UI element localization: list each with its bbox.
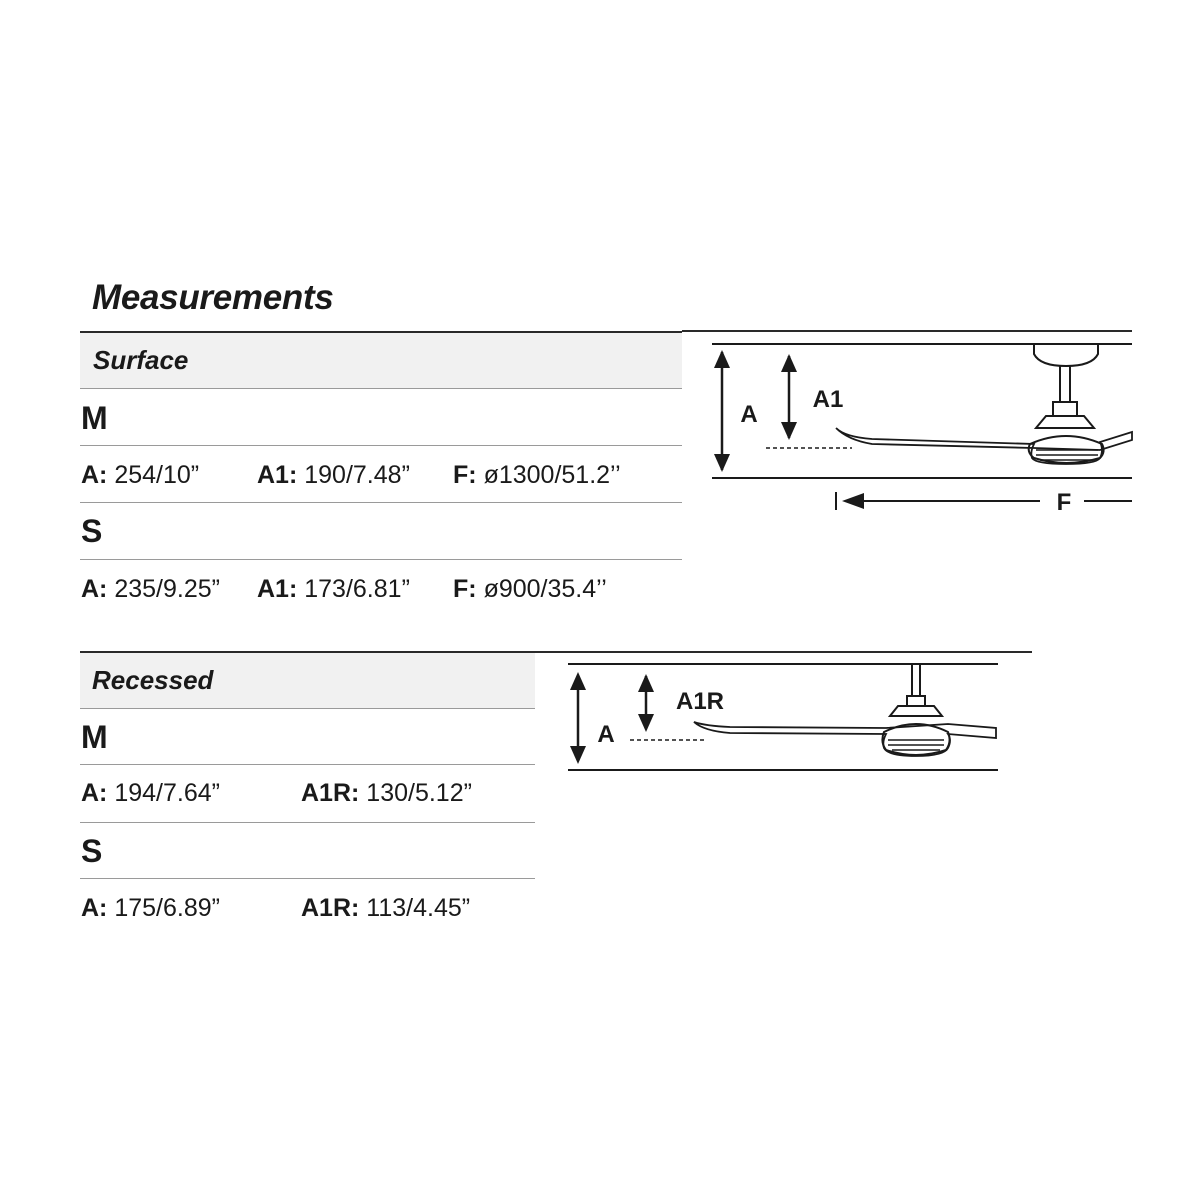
surface-a-arrowhead-down: [714, 454, 730, 472]
surface-s-f-value: ø900/35.4’’: [483, 575, 607, 603]
surface-fan-diagram: A A1 F: [682, 330, 1133, 516]
surface-s-f-measurement: F: ø900/35.4’’: [453, 574, 607, 604]
recessed-diagram-a-label: A: [597, 721, 614, 748]
recessed-m-a-key: A:: [81, 779, 108, 807]
recessed-m-a1r-measurement: A1R: 130/5.12”: [301, 778, 472, 808]
surface-m-a1-value: 190/7.48”: [304, 461, 410, 489]
recessed-motor-housing: [881, 723, 951, 756]
surface-header-band: [80, 333, 682, 388]
recessed-coupler: [906, 695, 926, 707]
surface-f-arrowhead: [842, 493, 864, 509]
recessed-a1r-arrowhead-up: [638, 674, 654, 692]
surface-s-a-measurement: A: 235/9.25”: [81, 574, 220, 604]
surface-size-m-label: M: [81, 400, 108, 436]
surface-blade: [835, 427, 1133, 465]
surface-m-rule: [80, 445, 682, 446]
surface-size-s-label: S: [81, 513, 103, 549]
recessed-size-m-label: M: [81, 719, 108, 755]
surface-section-label: Surface: [93, 345, 189, 375]
surface-s-f-key: F:: [453, 575, 477, 603]
surface-m-a-measurement: A: 254/10”: [81, 460, 199, 490]
recessed-size-s-label: S: [81, 833, 103, 869]
surface-m-f-measurement: F: ø1300/51.2’’: [453, 460, 621, 490]
surface-m-a1-measurement: A1: 190/7.48”: [257, 460, 410, 490]
surface-s-a-value: 235/9.25”: [114, 575, 220, 603]
recessed-a-arrowhead-up: [570, 672, 586, 690]
surface-motor-top: [1033, 415, 1097, 429]
surface-top-rule: [80, 331, 682, 333]
surface-m-a1-key: A1:: [257, 461, 298, 489]
recessed-m-a-measurement: A: 194/7.64”: [81, 778, 220, 808]
surface-s-a-key: A:: [81, 575, 108, 603]
recessed-s-a1r-measurement: A1R: 113/4.45”: [301, 893, 470, 923]
surface-a1-arrowhead-up: [781, 354, 797, 372]
surface-diagram-a1-label: A1: [813, 386, 844, 413]
surface-m-a-value: 254/10”: [114, 461, 200, 489]
recessed-fan-diagram: A A1R: [568, 663, 998, 771]
surface-canopy: [1033, 343, 1099, 368]
recessed-m-a1r-value: 130/5.12”: [366, 779, 472, 807]
surface-header-rule: [80, 388, 682, 389]
recessed-diagram-a1r-label: A1R: [676, 688, 724, 715]
recessed-motor-top: [887, 705, 945, 717]
surface-a1-arrowhead-down: [781, 422, 797, 440]
recessed-s-rule: [80, 878, 535, 879]
recessed-top-rule: [80, 651, 1032, 653]
recessed-s-a-measurement: A: 175/6.89”: [81, 893, 220, 923]
recessed-s-a1r-key: A1R:: [301, 894, 360, 922]
surface-a-arrowhead-up: [714, 350, 730, 368]
surface-diagram-f-label: F: [1057, 489, 1072, 516]
surface-m-f-key: F:: [453, 461, 477, 489]
recessed-header-rule: [80, 708, 535, 709]
recessed-m-rule: [80, 764, 535, 765]
surface-motor-housing: [1027, 435, 1105, 464]
recessed-a1r-arrowhead-down: [638, 714, 654, 732]
surface-s-a1-key: A1:: [257, 575, 298, 603]
recessed-s-a-value: 175/6.89”: [114, 894, 220, 922]
recessed-s-a1r-value: 113/4.45”: [366, 894, 471, 922]
recessed-a-arrowhead-down: [570, 746, 586, 764]
recessed-header-band: [80, 653, 535, 708]
surface-s-a1-measurement: A1: 173/6.81”: [257, 574, 410, 604]
surface-s-a1-value: 173/6.81”: [304, 575, 410, 603]
recessed-blade: [693, 721, 997, 757]
surface-diagram-a-label: A: [740, 401, 757, 428]
page-title: Measurements: [92, 278, 334, 317]
recessed-s-a-key: A:: [81, 894, 108, 922]
surface-m-values-rule: [80, 502, 682, 503]
recessed-m-values-rule: [80, 822, 535, 823]
recessed-m-a1r-key: A1R:: [301, 779, 360, 807]
surface-m-a-key: A:: [81, 461, 108, 489]
recessed-section-label: Recessed: [92, 665, 214, 695]
surface-s-rule: [80, 559, 682, 560]
recessed-m-a-value: 194/7.64”: [114, 779, 220, 807]
surface-coupler: [1052, 401, 1078, 417]
surface-m-f-value: ø1300/51.2’’: [483, 461, 621, 489]
